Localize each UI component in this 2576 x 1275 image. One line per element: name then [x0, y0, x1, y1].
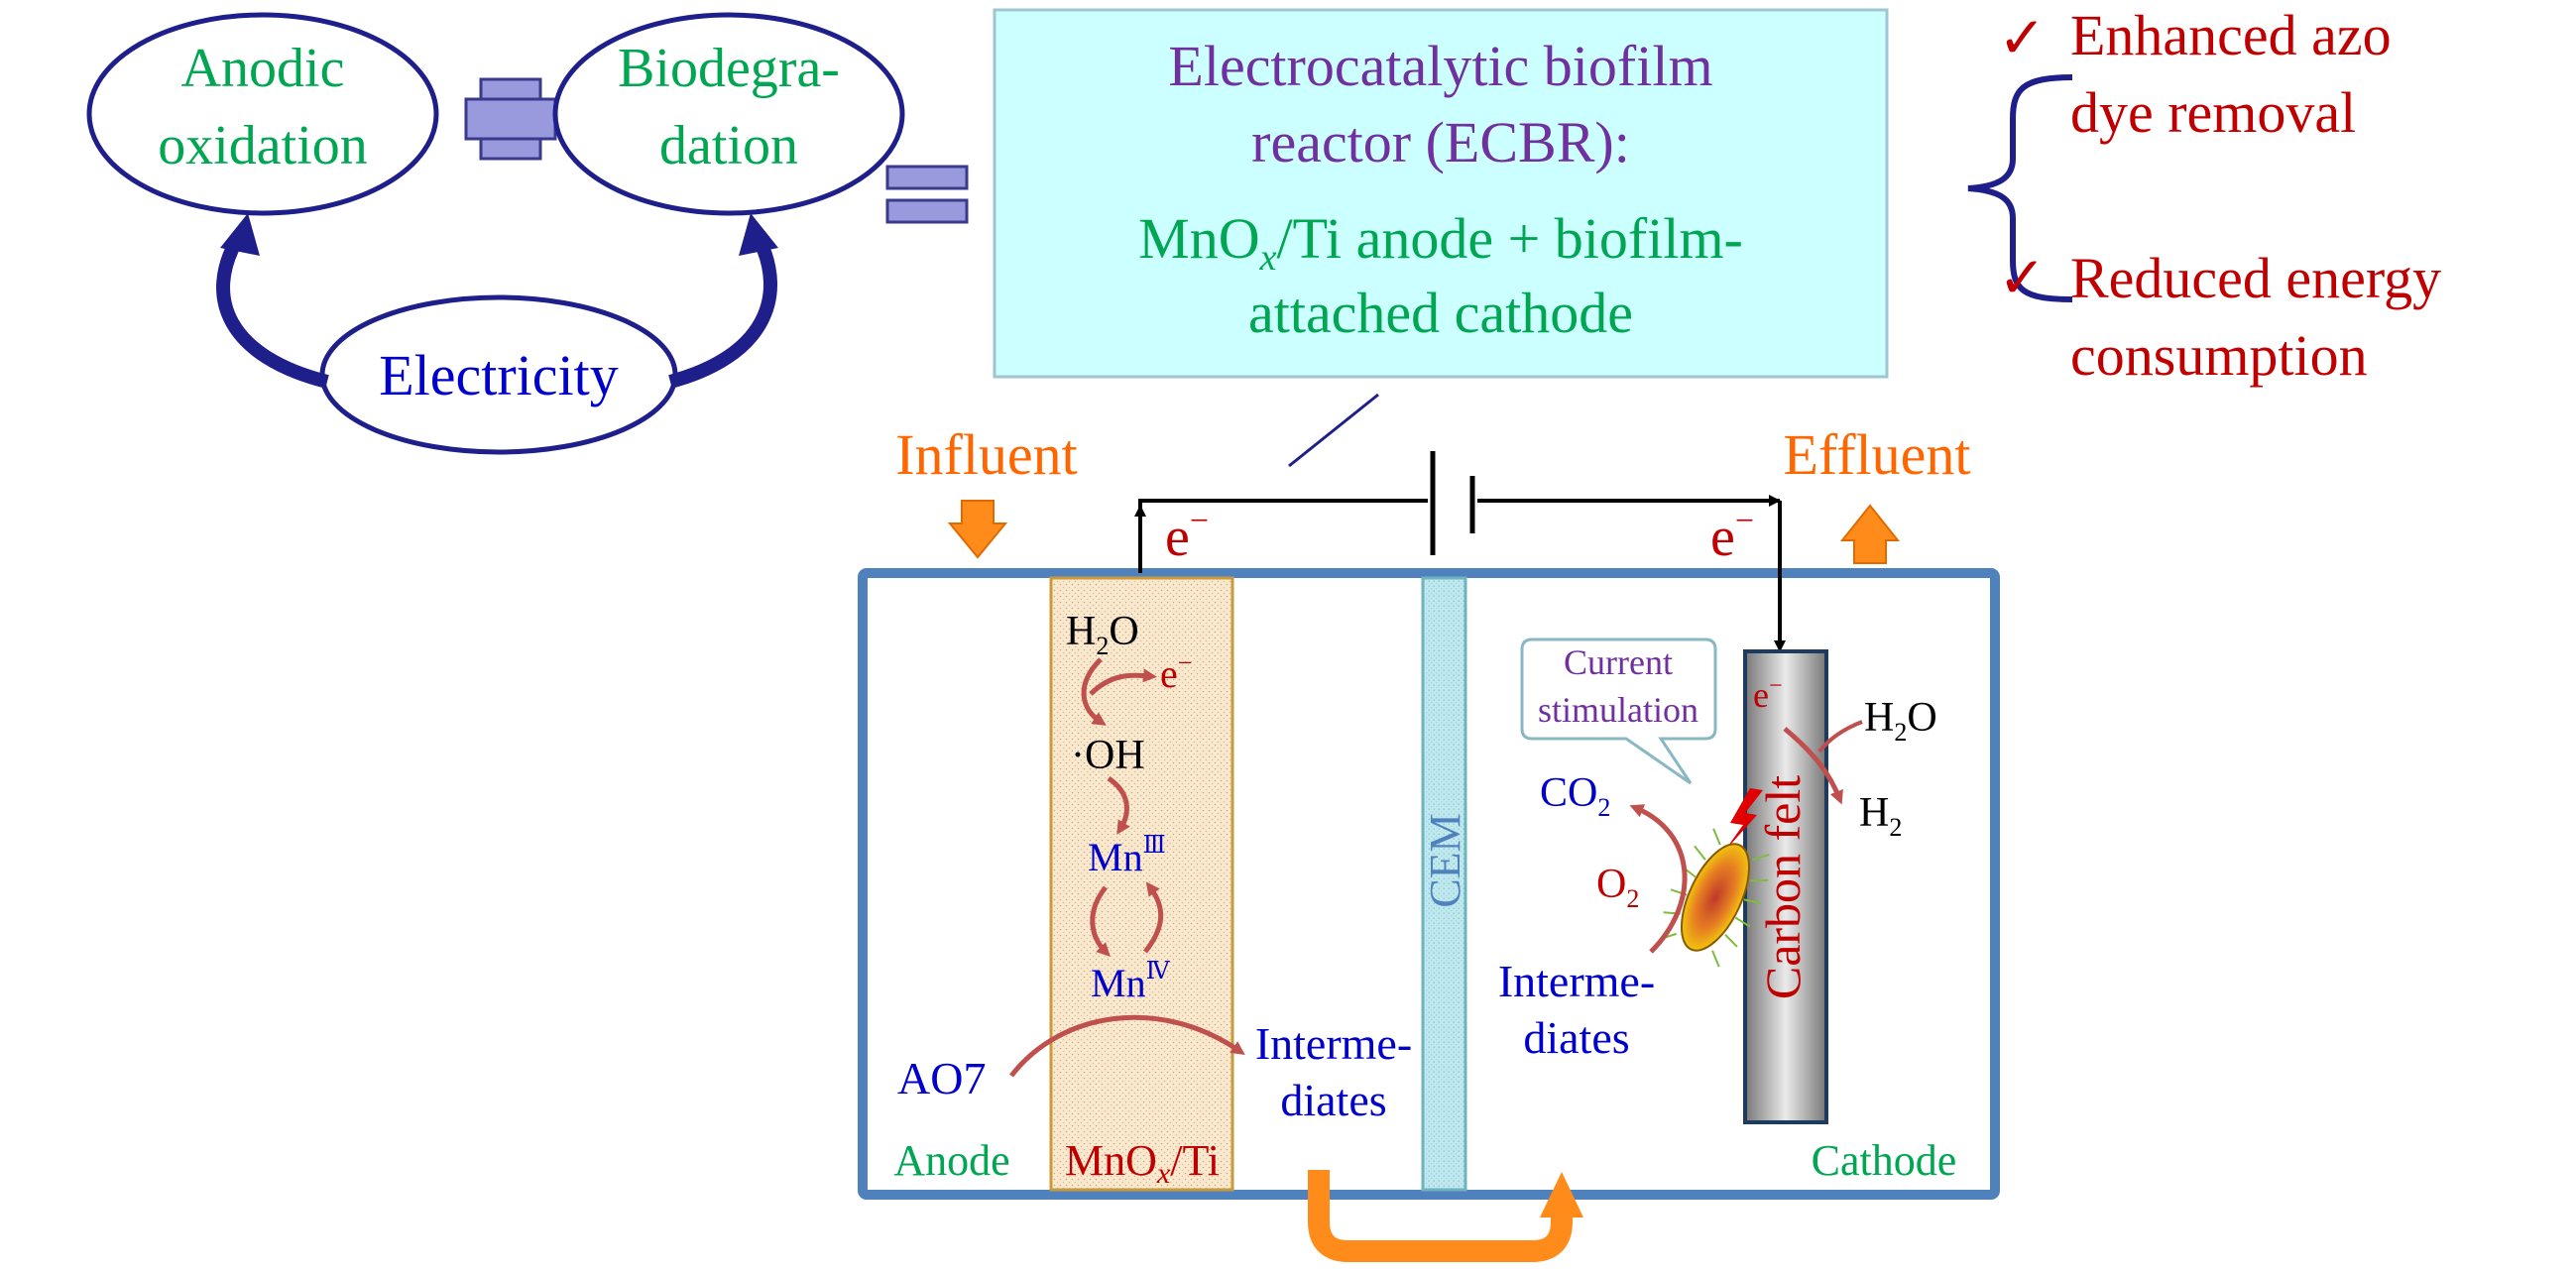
- mn4: MnⅣ: [1091, 959, 1171, 1005]
- check-icon-2: ✓: [1998, 246, 2047, 310]
- biodegradation-ellipse: [552, 12, 905, 216]
- ecbr-line2: reactor (ECBR):: [1251, 110, 1630, 174]
- arrow-mn4-to-mn3: [1143, 881, 1164, 954]
- carbon-felt-label: Carbon felt: [1755, 775, 1811, 999]
- co2-label: CO2: [1540, 770, 1610, 822]
- electricity-text: Electricity: [379, 343, 619, 407]
- electron-anode: e−: [1160, 648, 1192, 696]
- intermediates-right-line1: Interme-: [1498, 956, 1655, 1006]
- lightning-icon: [1723, 788, 1763, 853]
- ecbr-line1: Electrocatalytic biofilm: [1168, 34, 1712, 98]
- arrow-to-electron: [1089, 668, 1157, 696]
- curved-arrow-left-head: [220, 213, 260, 256]
- intermediates-right-line2: diates: [1523, 1012, 1629, 1063]
- cathode-label: Cathode: [1812, 1136, 1957, 1185]
- anodic-text-line2: oxidation: [158, 115, 368, 176]
- influent-label: Influent: [895, 422, 1078, 487]
- anode-material-label: MnOx/Ti: [1065, 1136, 1220, 1190]
- carbon-felt-electrode: [1743, 649, 1828, 1124]
- benefit-1-line1: Enhanced azo: [2070, 3, 2392, 67]
- benefit-2-line1: Reduced energy: [2070, 246, 2441, 310]
- plus-icon: [464, 77, 557, 161]
- ecbr-line3: MnOx/Ti anode + biofilm-: [1138, 206, 1743, 279]
- circuit-wire: [1138, 499, 1780, 573]
- intermediates-left-line1: Interme-: [1255, 1018, 1412, 1069]
- bio-text-line1: Biodegra-: [618, 38, 840, 99]
- o2-label: O2: [1596, 862, 1639, 913]
- cem-label: CEM: [1421, 813, 1469, 907]
- h2-cathode: H2: [1859, 790, 1902, 842]
- current-stimulation-line1: Current: [1564, 642, 1673, 682]
- equals-icon: [885, 165, 969, 224]
- current-stimulation-bubble: [1520, 638, 1717, 785]
- anodic-text-line1: Anodic: [181, 38, 345, 99]
- curved-arrow-left: [216, 234, 329, 389]
- bio-text-line2: dation: [659, 115, 798, 176]
- recirculation-arrow-icon: [1308, 1170, 1573, 1262]
- arrow-mn3-to-mn4: [1090, 885, 1111, 957]
- anode-label: Anode: [893, 1136, 1009, 1185]
- arrow-h2o-to-h2: [1783, 727, 1843, 805]
- curved-arrow-right: [668, 234, 777, 389]
- anode-slab: [1049, 576, 1234, 1192]
- cem-membrane: [1421, 576, 1467, 1192]
- ecbr-line4: attached cathode: [1248, 281, 1633, 345]
- connector-line: [1288, 393, 1379, 468]
- electron-right: e−: [1710, 503, 1754, 568]
- ao7-label: AO7: [897, 1053, 986, 1103]
- current-stimulation-line2: stimulation: [1538, 690, 1698, 730]
- arrow-h2o-to-oh: [1081, 657, 1107, 726]
- intermediates-left-line2: diates: [1280, 1075, 1386, 1125]
- arrow-oh-to-mn3: [1107, 775, 1130, 835]
- electron-left: e−: [1165, 503, 1209, 568]
- benefit-1-line2: dye removal: [2070, 80, 2356, 145]
- effluent-arrow-icon: [1839, 504, 1901, 564]
- arrow-ao7-to-intermediates: [1009, 1014, 1245, 1078]
- oh-radical: ·OH: [1071, 733, 1145, 778]
- effluent-label: Effluent: [1784, 422, 1971, 487]
- benefits-brace: [1967, 74, 2073, 302]
- curved-arrow-right-head: [739, 213, 778, 256]
- benefit-2-line2: consumption: [2070, 323, 2368, 388]
- mn3: MnⅢ: [1088, 833, 1166, 879]
- electron-cathode: e−: [1753, 673, 1783, 715]
- ecbr-box: [993, 8, 1889, 379]
- influent-arrow-icon: [947, 500, 1008, 559]
- arrow-h2o-incoming: [1817, 720, 1863, 753]
- anodic-oxidation-ellipse: [86, 12, 439, 216]
- h2o-cathode: H2O: [1864, 695, 1937, 747]
- arrow-to-co2: [1629, 804, 1688, 954]
- h2o-anode: H2O: [1066, 609, 1139, 660]
- recirculation-arrowhead: [1540, 1172, 1583, 1217]
- bacterium-icon: [1659, 828, 1770, 968]
- check-icon-1: ✓: [1998, 6, 2047, 70]
